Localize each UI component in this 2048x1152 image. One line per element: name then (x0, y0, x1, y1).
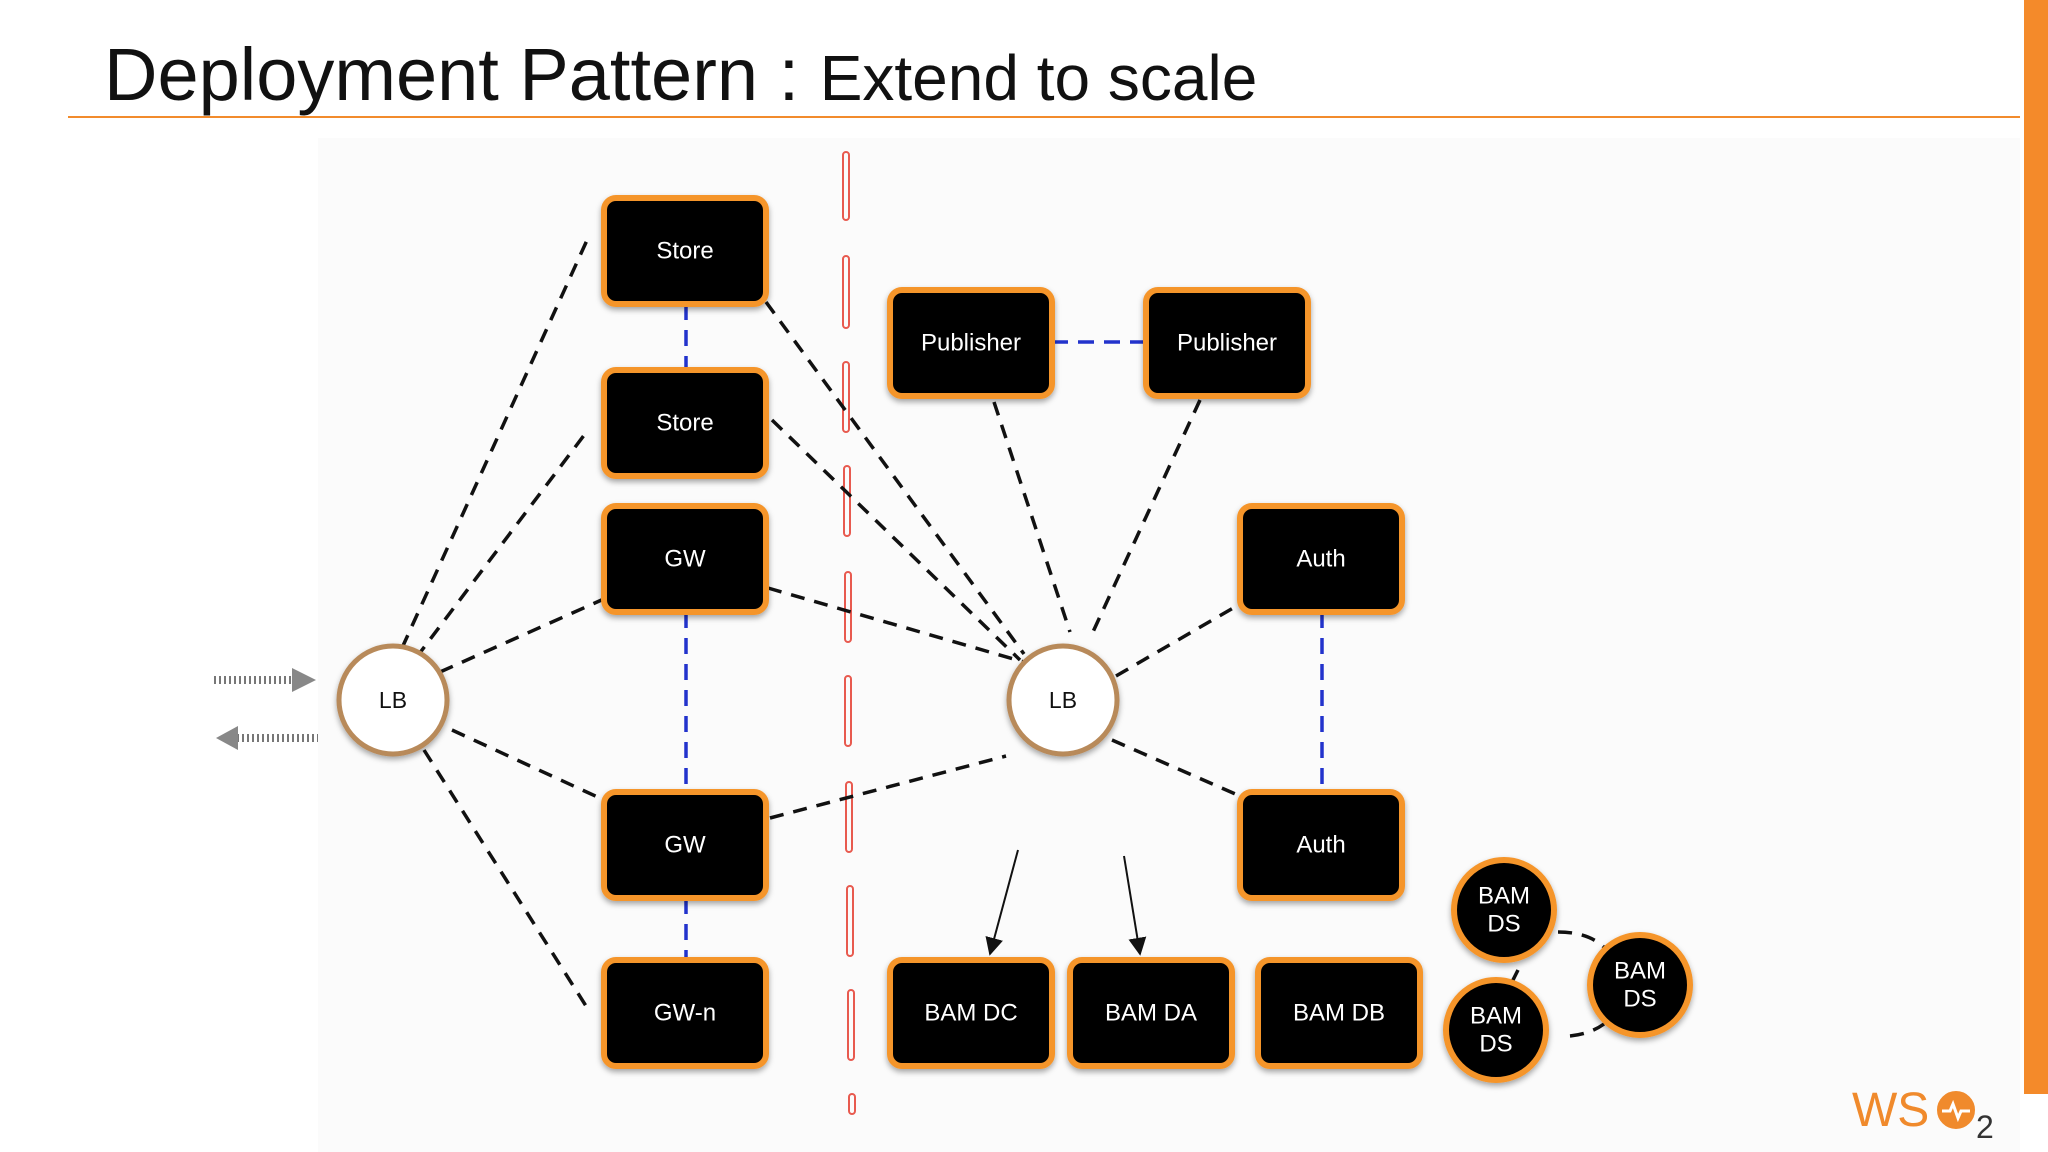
bam-ds-node: BAM DS (1587, 932, 1693, 1038)
side-accent-bar (2024, 0, 2048, 1094)
store-node: Store (601, 195, 769, 307)
replication-links (684, 304, 1324, 958)
svg-text:GW: GW (664, 546, 706, 573)
svg-text:BAM: BAM (1478, 883, 1530, 910)
svg-text:GW-n: GW-n (654, 1000, 716, 1027)
load-balancer-left: LB (336, 643, 450, 757)
outgoing-arrow-icon (216, 726, 318, 750)
svg-text:BAM: BAM (1614, 958, 1666, 985)
bam-arrows (985, 849, 1147, 956)
connection-line (451, 728, 605, 802)
bam-ds-node: BAM DS (1443, 977, 1549, 1083)
logo-text: WS (1852, 1084, 1929, 1137)
svg-text:Auth: Auth (1296, 546, 1345, 573)
svg-text:BAM DB: BAM DB (1293, 1000, 1385, 1027)
svg-text:DS: DS (1479, 1031, 1512, 1058)
incoming-arrow-icon (214, 668, 316, 692)
title-subtitle: Extend to scale (819, 42, 1258, 114)
svg-text:Auth: Auth (1296, 832, 1345, 859)
svg-text:BAM: BAM (1470, 1003, 1522, 1030)
connection-line (422, 749, 588, 1007)
bam-ds-node: BAM DS (1451, 857, 1557, 963)
store-node: Store (601, 367, 769, 479)
bam-da-node: BAM DA (1067, 957, 1235, 1069)
zone-boundary (842, 151, 856, 1115)
gateway-node: GW (601, 503, 769, 615)
connection-line (414, 428, 590, 660)
logo-subscript: 2 (1976, 1109, 1994, 1142)
connection-line (764, 300, 1026, 656)
title-main: Deployment Pattern : (104, 33, 820, 116)
svg-text:GW: GW (664, 832, 706, 859)
connection-line (769, 754, 1007, 820)
gateway-n-node: GW-n (601, 957, 769, 1069)
lb-label: LB (379, 687, 407, 713)
auth-node: Auth (1237, 503, 1405, 615)
page-title: Deployment Pattern : Extend to scale (104, 30, 1257, 123)
svg-text:Store: Store (656, 410, 713, 437)
wso2-logo-icon: WS 2 (1852, 1084, 1994, 1142)
publisher-node: Publisher (1143, 287, 1311, 399)
connection-line (770, 418, 1022, 662)
svg-text:Publisher: Publisher (921, 330, 1021, 357)
svg-text:Publisher: Publisher (1177, 330, 1277, 357)
connection-line (439, 596, 607, 674)
connection-line (992, 401, 1072, 633)
publisher-node: Publisher (887, 287, 1055, 399)
lb-label: LB (1049, 687, 1077, 713)
bam-dc-node: BAM DC (887, 957, 1055, 1069)
svg-text:DS: DS (1623, 986, 1656, 1013)
load-balancer-right: LB (1006, 643, 1120, 757)
right-lb-connections (764, 300, 1241, 820)
svg-text:Store: Store (656, 238, 713, 265)
bam-db-node: BAM DB (1255, 957, 1423, 1069)
gateway-node: GW (601, 789, 769, 901)
svg-text:BAM DC: BAM DC (924, 1000, 1017, 1027)
auth-node: Auth (1237, 789, 1405, 901)
connection-line (767, 586, 1025, 664)
connection-line (1090, 399, 1202, 635)
left-lb-connections (400, 237, 607, 1007)
connection-line (1111, 738, 1241, 798)
connection-line (1115, 602, 1241, 678)
svg-text:DS: DS (1487, 911, 1520, 938)
svg-text:BAM DA: BAM DA (1105, 1000, 1197, 1027)
title-underline (68, 116, 2020, 118)
connection-line (400, 237, 590, 649)
connection-line (1569, 1022, 1606, 1038)
arrow-to-bam-da (1123, 855, 1147, 956)
arrow-to-bam-dc (985, 849, 1019, 956)
